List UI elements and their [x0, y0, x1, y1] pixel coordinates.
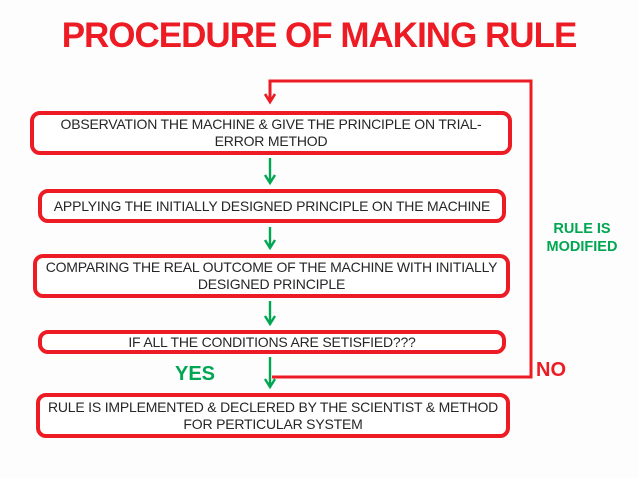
- loop-note-rule-is-modified: RULE IS MODIFIED: [546, 221, 618, 256]
- flow-step-applying-principle: APPLYING THE INITIALLY DESIGNED PRINCIPL…: [38, 189, 506, 223]
- flow-step-comparing-outcome: COMPARING THE REAL OUTCOME OF THE MACHIN…: [33, 254, 510, 298]
- branch-label-yes: YES: [174, 363, 216, 385]
- flow-step-condition-check: IF ALL THE CONDITIONS ARE SETISFIED???: [38, 330, 506, 354]
- flow-step-observation: OBSERVATION THE MACHINE & GIVE THE PRINC…: [30, 111, 512, 155]
- flow-step-rule-implemented: RULE IS IMPLEMENTED & DECLERED BY THE SC…: [36, 393, 510, 438]
- branch-label-no: NO: [536, 359, 566, 381]
- page-title: PROCEDURE OF MAKING RULE: [61, 16, 578, 55]
